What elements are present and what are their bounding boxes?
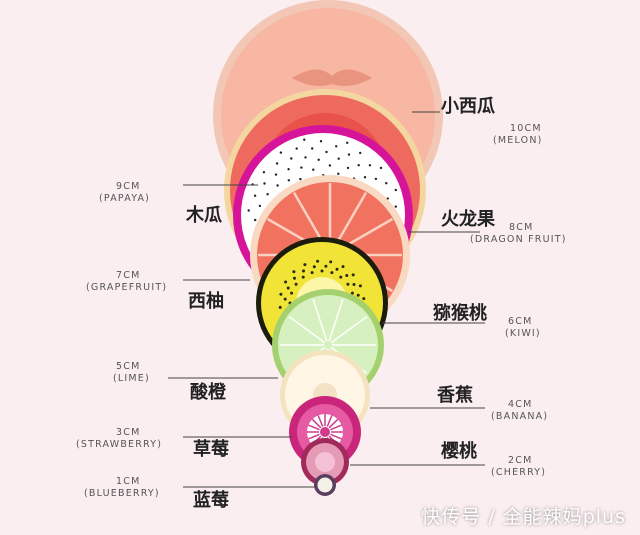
kiwi-english: (KIWI) bbox=[505, 328, 541, 339]
papaya-size: 9CM bbox=[116, 181, 141, 192]
banana-name: 香蕉 bbox=[437, 385, 473, 406]
melon-name: 小西瓜 bbox=[441, 96, 495, 117]
lime-name: 酸橙 bbox=[190, 382, 226, 403]
papaya-english: (PAPAYA) bbox=[99, 193, 151, 204]
leader-lines bbox=[168, 111, 485, 488]
grapefruit-name: 西柚 bbox=[188, 291, 224, 312]
strawberry-size: 3CM bbox=[116, 427, 141, 438]
kiwi-size: 6CM bbox=[508, 316, 533, 327]
lime-size: 5CM bbox=[116, 361, 141, 372]
melon-size: 10CM bbox=[510, 123, 542, 134]
dragon-fruit-size: 8CM bbox=[509, 222, 534, 233]
blueberry-name: 蓝莓 bbox=[193, 490, 229, 511]
banana-size: 4CM bbox=[508, 399, 533, 410]
strawberry-english: (STRAWBERRY) bbox=[76, 439, 163, 450]
dragon-fruit-english: (DRAGON FRUIT) bbox=[470, 234, 567, 245]
banana-english: (BANANA) bbox=[491, 411, 549, 422]
cherry-size: 2CM bbox=[508, 455, 533, 466]
grapefruit-size: 7CM bbox=[116, 270, 141, 281]
blueberry-size: 1CM bbox=[116, 476, 141, 487]
lime-english: (LIME) bbox=[113, 373, 150, 384]
blueberry-english: (BLUEBERRY) bbox=[84, 488, 160, 499]
cherry-slice bbox=[301, 438, 349, 486]
melon-english: (MELON) bbox=[493, 135, 543, 146]
cherry-name: 樱桃 bbox=[441, 441, 477, 462]
blueberry-slice bbox=[314, 474, 336, 496]
papaya-name: 木瓜 bbox=[186, 205, 222, 226]
strawberry-name: 草莓 bbox=[193, 439, 229, 460]
cherry-english: (CHERRY) bbox=[491, 467, 547, 478]
grapefruit-english: (GRAPEFRUIT) bbox=[86, 282, 168, 293]
kiwi-name: 猕猴桃 bbox=[433, 303, 487, 324]
watermark: 快传号 / 全能辣妈plus bbox=[421, 506, 626, 528]
dragon-fruit-name: 火龙果 bbox=[441, 209, 495, 230]
